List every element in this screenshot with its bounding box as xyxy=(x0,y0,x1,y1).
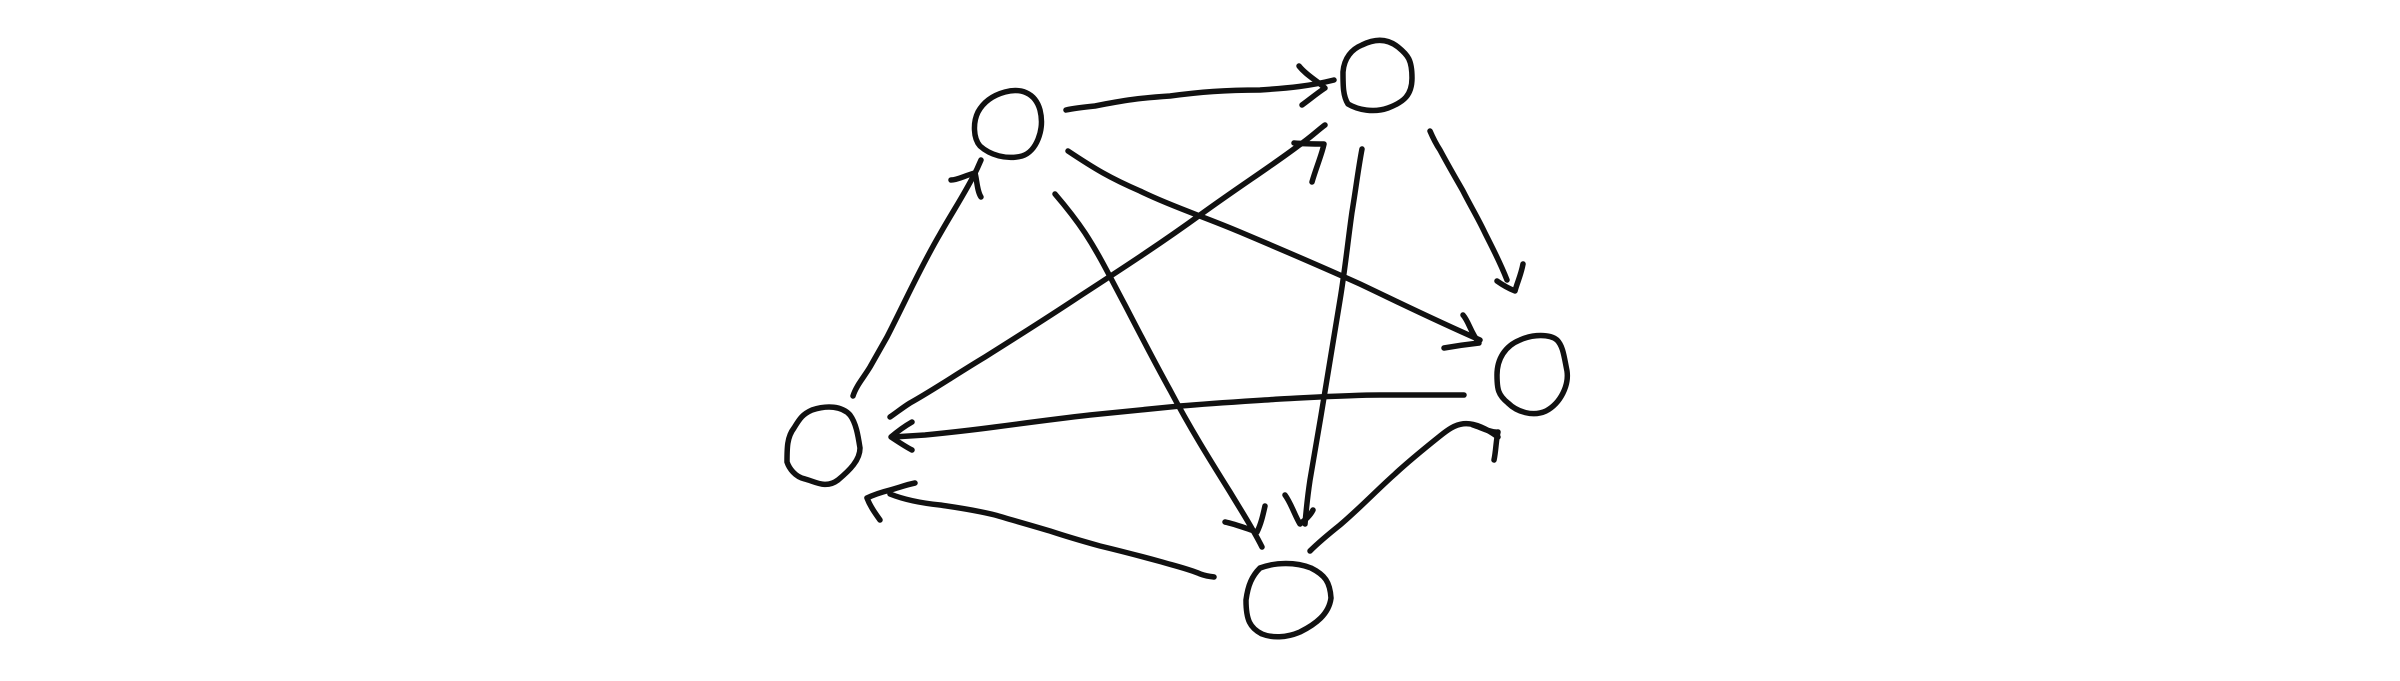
arrowhead-icon xyxy=(864,480,918,523)
node-n1 xyxy=(971,87,1045,161)
arrowhead-icon xyxy=(1282,492,1316,527)
node-n5 xyxy=(1243,560,1334,640)
edge-line xyxy=(1427,128,1510,283)
edge-n4-n2 xyxy=(887,122,1328,420)
arrowhead-icon xyxy=(948,170,984,200)
edge-line xyxy=(1302,146,1365,527)
edge-n5-n4 xyxy=(864,480,1217,580)
edge-line xyxy=(850,157,984,399)
edge-line xyxy=(1063,77,1337,113)
edge-line xyxy=(1052,191,1265,550)
node-n4 xyxy=(784,404,863,488)
edge-line xyxy=(1065,148,1483,343)
node-n3 xyxy=(1494,332,1571,417)
edge-line xyxy=(1307,420,1501,554)
edge-n3-n4 xyxy=(888,392,1467,453)
edge-line xyxy=(890,392,1467,440)
edge-line xyxy=(887,122,1328,420)
edge-n2-n5 xyxy=(1282,146,1365,527)
edge-n5-n3 xyxy=(1307,420,1501,554)
arrowhead-icon xyxy=(888,419,915,453)
arrowhead-icon xyxy=(1494,261,1526,294)
arrowhead-icon xyxy=(1291,140,1327,185)
edges xyxy=(850,63,1526,580)
edge-n2-n3 xyxy=(1427,128,1526,294)
edge-n1-n5 xyxy=(1052,191,1268,550)
node-n2 xyxy=(1340,37,1415,114)
arrowhead-icon xyxy=(1470,422,1501,463)
arrowhead-icon xyxy=(1222,503,1268,535)
arrowhead-icon xyxy=(1296,63,1328,108)
arrowhead-icon xyxy=(1441,312,1482,351)
edge-n1-n3 xyxy=(1065,148,1483,351)
nodes xyxy=(784,37,1571,640)
edge-n1-n2 xyxy=(1063,63,1337,113)
edge-line xyxy=(887,491,1217,580)
edge-n4-n1 xyxy=(850,157,984,399)
